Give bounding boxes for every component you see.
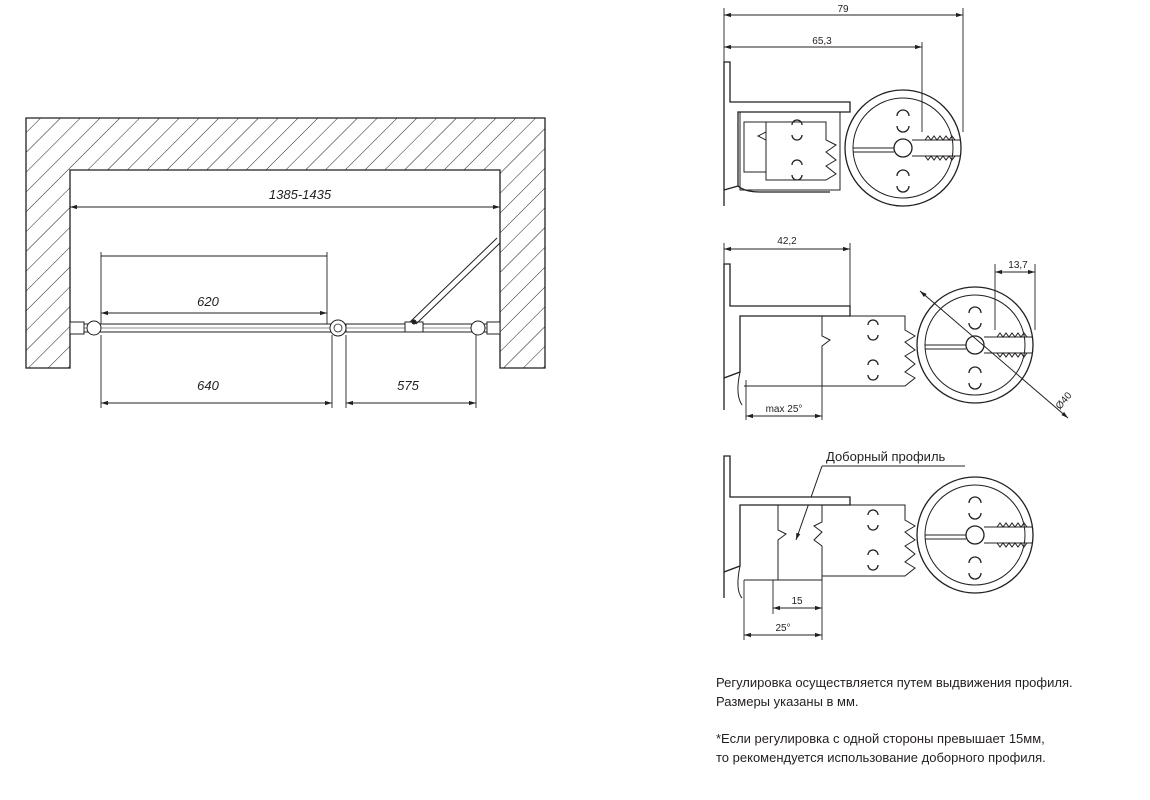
overall-dimension: 1385-1435 — [269, 187, 332, 202]
view2-diameter: Ø40 — [1054, 390, 1075, 412]
plan-view: 1385-1435 620 640 575 — [25, 117, 546, 408]
stabilizer-bar — [409, 237, 498, 323]
roller-left — [86, 320, 102, 336]
view1-inner-width: 65,3 — [812, 36, 832, 47]
profile-view-3: Доборный профиль 15 25° — [723, 449, 1034, 640]
note-units: Размеры указаны в мм. — [716, 694, 859, 709]
roller-center — [329, 319, 347, 337]
panel-right-dimension: 575 — [397, 378, 419, 393]
note-footnote-2: то рекомендуется использование доборного… — [716, 750, 1046, 765]
notes-block-1: Регулировка осуществляется путем выдвиже… — [716, 673, 1073, 711]
view3-angle: 25° — [775, 623, 790, 634]
note-footnote-1: *Если регулировка с одной стороны превыш… — [716, 731, 1045, 746]
note-adjustment: Регулировка осуществляется путем выдвиже… — [716, 675, 1073, 690]
extension-profile-callout: Доборный профиль — [826, 449, 946, 464]
notes-block-2: *Если регулировка с одной стороны превыш… — [716, 729, 1046, 767]
view2-depth: 13,7 — [1008, 260, 1028, 271]
profile-view-1: 79 65,3 — [723, 4, 964, 207]
view2-width: 42,2 — [777, 236, 797, 247]
panel-left-dimension: 640 — [197, 378, 219, 393]
view3-offset: 15 — [791, 596, 803, 607]
roller-right — [470, 320, 486, 336]
view1-total-width: 79 — [837, 4, 849, 15]
wall-niche — [25, 117, 546, 369]
profile-view-2: 42,2 13,7 Ø40 max 25° — [723, 236, 1075, 420]
view2-max-angle: max 25° — [766, 404, 803, 415]
door-width-dimension: 620 — [197, 294, 219, 309]
